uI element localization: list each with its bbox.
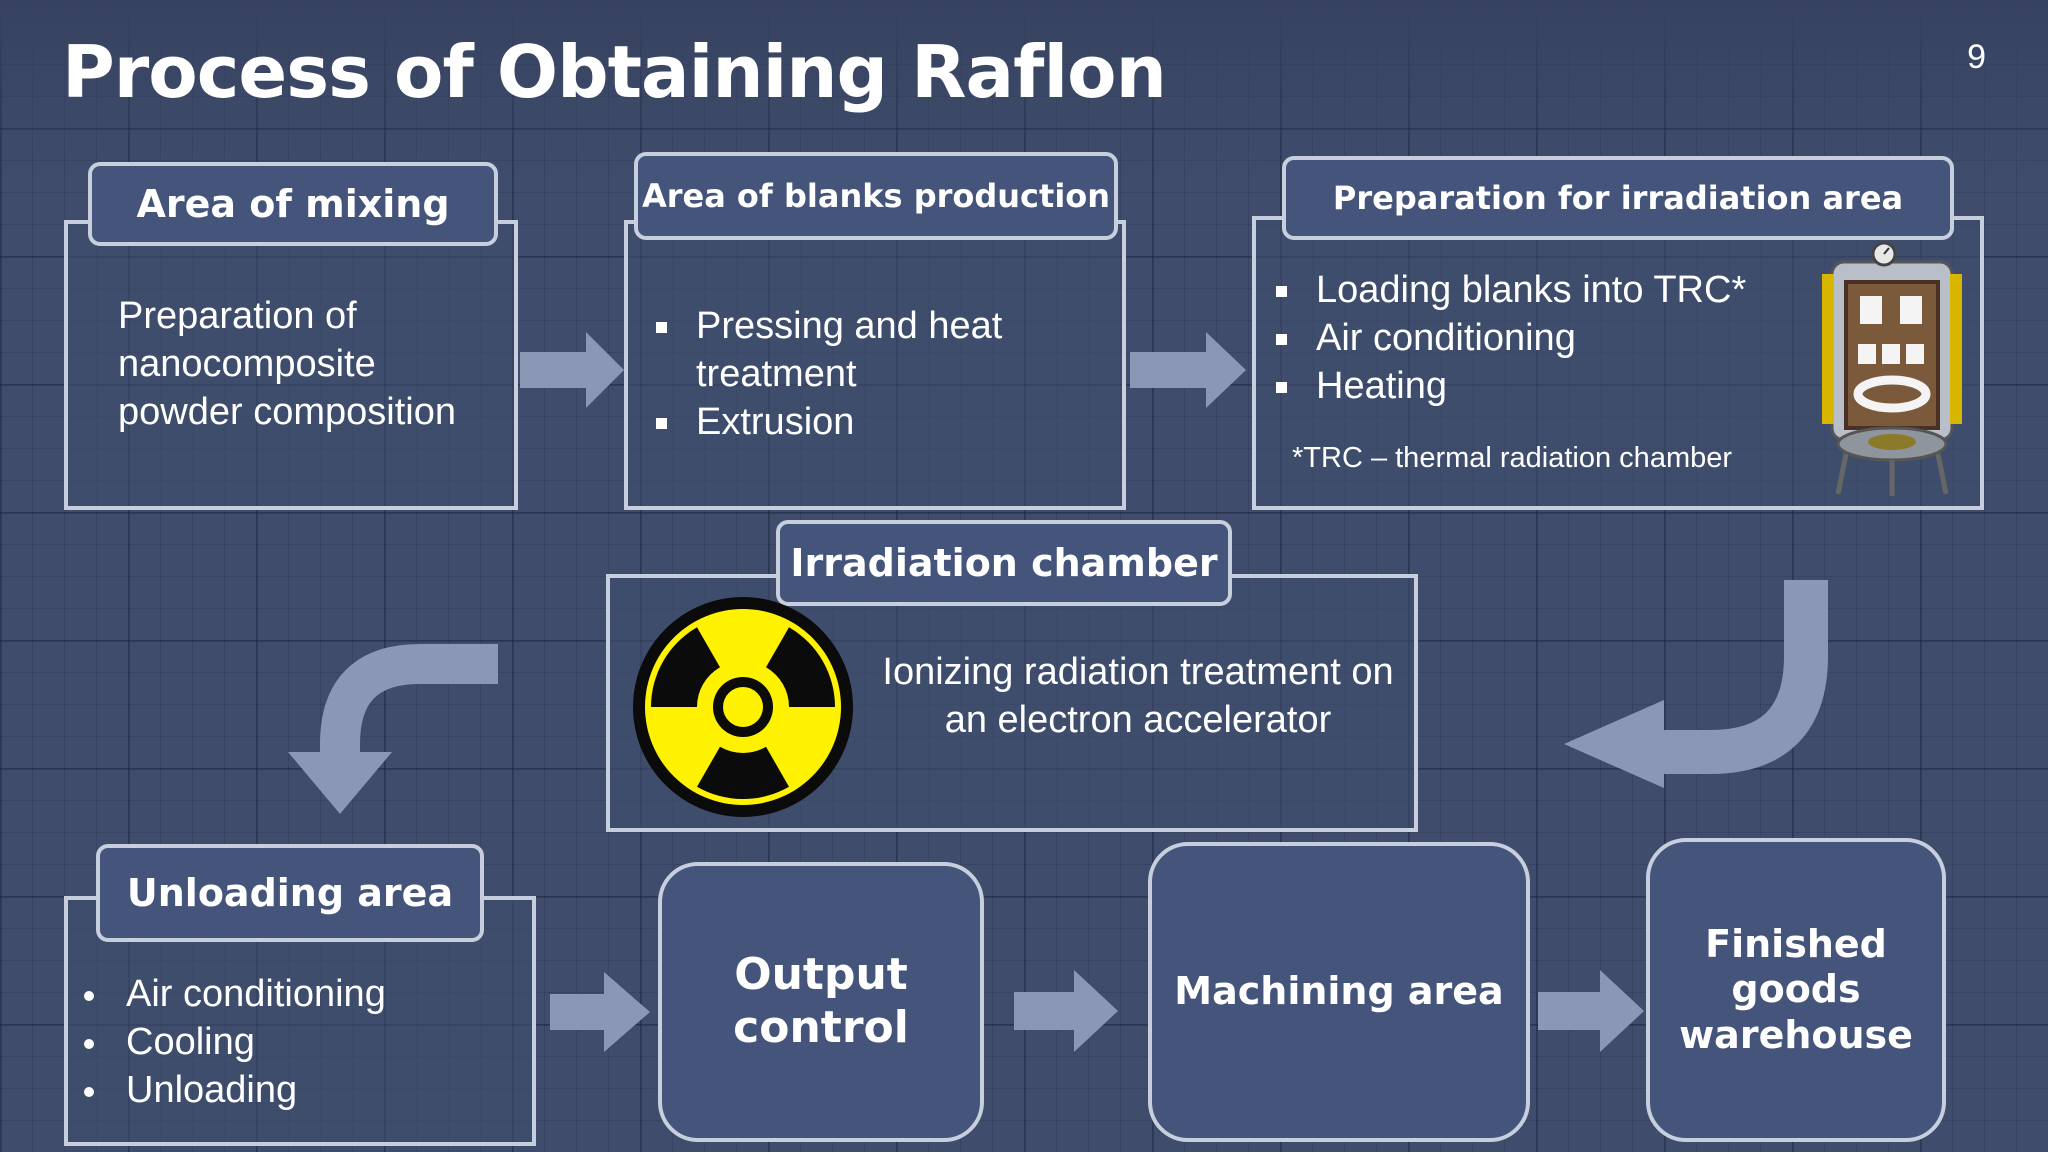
irradiation-header: Irradiation chamber: [776, 520, 1232, 606]
mixing-box: [64, 220, 518, 510]
machining-area-box: Machining area: [1148, 842, 1530, 1142]
blanks-item: Pressing and heat treatment: [652, 302, 1092, 398]
unloading-header: Unloading area: [96, 844, 484, 942]
unloading-item: Unloading: [82, 1066, 502, 1114]
arrow-blanks-to-prep: [1130, 332, 1246, 408]
blanks-item: Extrusion: [652, 398, 1092, 446]
prep-header: Preparation for irradiation area: [1282, 156, 1954, 240]
arrow-irradiation-to-unloading: [288, 644, 498, 814]
thermal-chamber-icon: [1822, 241, 1962, 496]
blanks-box: [624, 220, 1126, 510]
prep-item: Air conditioning: [1272, 314, 1812, 362]
arrow-mixing-to-blanks: [520, 332, 624, 408]
blanks-header: Area of blanks production: [634, 152, 1118, 240]
arrow-machining-to-warehouse: [1538, 970, 1644, 1052]
arrow-output-to-machining: [1014, 970, 1118, 1052]
mixing-header: Area of mixing: [88, 162, 498, 246]
arrow-prep-to-irradiation: [1564, 580, 1828, 788]
output-control-box: Output control: [658, 862, 984, 1142]
unloading-item: Air conditioning: [82, 970, 502, 1018]
blanks-list: Pressing and heat treatment Extrusion: [652, 302, 1092, 446]
title-band: [0, 0, 2048, 180]
slide-title: Process of Obtaining Raflon: [62, 30, 1167, 114]
mixing-text: Preparation of nanocomposite powder comp…: [118, 295, 456, 433]
prep-item: Loading blanks into TRC*: [1272, 266, 1812, 314]
arrow-unloading-to-output: [550, 972, 650, 1052]
page-number: 9: [1967, 38, 1986, 76]
trc-footnote: *TRC – thermal radiation chamber: [1292, 442, 1733, 474]
unloading-list: Air conditioning Cooling Unloading: [82, 970, 502, 1114]
prep-list: Loading blanks into TRC* Air conditionin…: [1272, 266, 1812, 410]
unloading-item: Cooling: [82, 1018, 502, 1066]
finished-goods-warehouse-box: Finished goods warehouse: [1646, 838, 1946, 1142]
prep-item: Heating: [1272, 362, 1812, 410]
irradiation-text: Ionizing radiation treatment on an elect…: [882, 651, 1394, 741]
radiation-hazard-icon: [633, 597, 853, 817]
